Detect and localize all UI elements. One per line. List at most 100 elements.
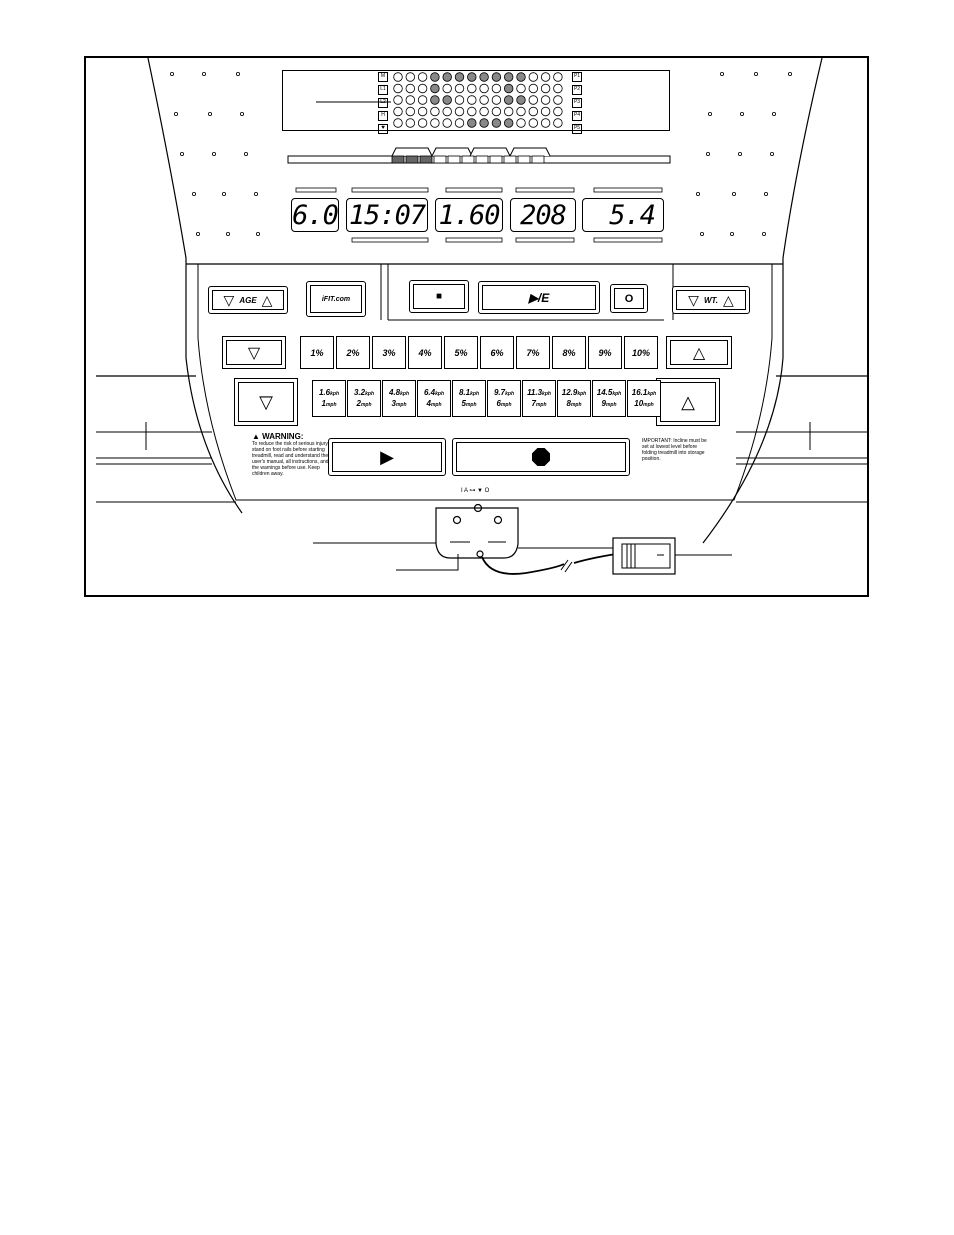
matrix-led	[393, 83, 403, 94]
meter-bar	[351, 187, 429, 193]
incline-key-label: 9%	[598, 347, 612, 358]
speaker-hole	[764, 191, 769, 196]
matrix-led	[491, 106, 502, 117]
incline-up-button[interactable]: △	[666, 336, 732, 369]
console-outline-drawing	[96, 58, 867, 575]
fan-button[interactable]: O	[610, 284, 648, 313]
important-label: IMPORTANT: Incline must be set at lowest…	[642, 438, 707, 462]
matrix-led	[516, 106, 526, 117]
incline-key[interactable]: 2%	[336, 336, 370, 369]
incline-key-label: 8%	[562, 347, 576, 358]
up-triangle-icon: △	[261, 291, 273, 308]
speaker-hole	[212, 152, 217, 157]
matrix-led	[417, 106, 428, 117]
strip-tab	[469, 147, 511, 157]
incline-key[interactable]: 8%	[552, 336, 586, 369]
speed-down-button[interactable]: ▽	[234, 378, 298, 426]
kph-value: 3.2	[353, 387, 366, 397]
incline-down-button[interactable]: ▽	[222, 336, 286, 369]
kph-value: 9.7	[493, 387, 506, 397]
speaker-hole	[732, 191, 737, 196]
matrix-led	[528, 118, 539, 128]
meter-bar	[515, 237, 575, 243]
mph-unit: mph	[395, 401, 407, 408]
incline-key[interactable]: 3%	[372, 336, 406, 369]
matrix-led	[454, 95, 465, 105]
matrix-led	[553, 118, 563, 128]
start-enter-label: ▶/E	[528, 290, 550, 305]
time-value: 15:07	[348, 199, 426, 231]
incline-key[interactable]: 10%	[624, 336, 658, 369]
matrix-led	[430, 106, 440, 117]
incline-key[interactable]: 9%	[588, 336, 622, 369]
speed-display: 5.4	[582, 198, 664, 232]
speaker-hole	[239, 112, 244, 117]
matrix-led	[503, 118, 514, 128]
matrix-led	[393, 106, 403, 117]
mph-value: 7	[531, 398, 536, 408]
mph-value: 5	[461, 398, 466, 408]
matrix-led	[479, 118, 489, 128]
matrix-led	[417, 83, 428, 94]
incline-key-label: 5%	[454, 347, 468, 358]
stop-button[interactable]: ■	[409, 280, 469, 313]
incline-key[interactable]: 6%	[480, 336, 514, 369]
kph-value: 11.3	[527, 387, 543, 397]
matrix-led	[467, 83, 477, 94]
speaker-hole	[708, 112, 713, 117]
matrix-led	[442, 95, 452, 105]
start-button[interactable]: ▶	[328, 438, 446, 476]
speaker-hole	[754, 71, 759, 76]
speed-up-button[interactable]: △	[656, 378, 720, 426]
incline-key[interactable]: 7%	[516, 336, 550, 369]
incline-key-label: 7%	[526, 347, 540, 358]
strip-segment	[489, 155, 503, 164]
incline-value: 6.0	[292, 199, 339, 231]
matrix-led	[430, 118, 440, 128]
incline-key[interactable]: 5%	[444, 336, 478, 369]
mph-unit: mph	[605, 401, 617, 408]
mph-value: 2	[356, 398, 361, 408]
incline-key[interactable]: 1%	[300, 336, 334, 369]
matrix-label: H	[378, 111, 388, 121]
matrix-led	[528, 83, 539, 94]
console-diagram: M L1 L2 H ♥ P1 P2 P3 P4 P5 6.0 15:07 1.6…	[84, 56, 869, 597]
kph-value: 12.9	[561, 387, 578, 397]
age-button[interactable]: ▽ AGE △	[208, 286, 288, 314]
start-enter-button[interactable]: ▶/E	[478, 281, 600, 314]
kph-unit: kph	[435, 390, 444, 397]
speaker-hole	[180, 152, 185, 157]
matrix-led	[467, 118, 477, 128]
emergency-stop-button[interactable]	[452, 438, 630, 476]
speaker-hole	[225, 231, 230, 236]
speaker-hole	[192, 191, 197, 196]
incline-key[interactable]: 4%	[408, 336, 442, 369]
incline-key-label: 1%	[310, 347, 324, 358]
incline-down-icon: ▽	[247, 344, 261, 362]
mph-value: 4	[426, 398, 431, 408]
matrix-led	[442, 83, 452, 94]
ifit-button[interactable]: iFIT.com	[306, 281, 366, 317]
age-label: AGE	[239, 295, 257, 305]
speaker-hole	[740, 112, 745, 117]
mph-value: 1	[321, 398, 326, 408]
strip-tab	[509, 147, 551, 157]
meter-bar	[445, 237, 503, 243]
kph-unit: kph	[505, 390, 514, 397]
speaker-hole	[730, 231, 735, 236]
weight-button[interactable]: ▽ WT. △	[672, 286, 750, 314]
matrix-led	[430, 95, 440, 105]
matrix-led	[540, 83, 551, 94]
speed-value: 5.4	[609, 199, 656, 231]
matrix-led	[479, 83, 489, 94]
